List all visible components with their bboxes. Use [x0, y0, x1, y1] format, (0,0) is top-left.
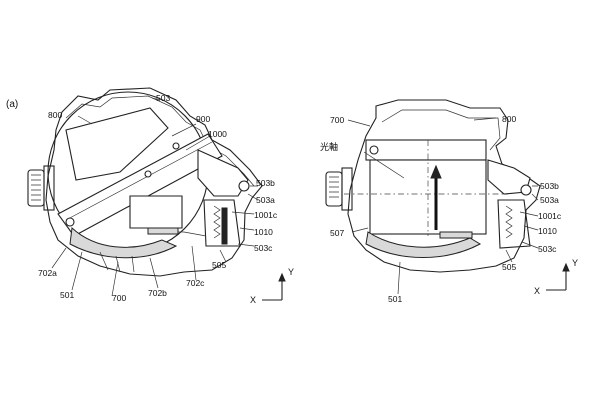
right-shutter-plate — [439, 231, 473, 239]
left-spring-housing — [203, 199, 241, 247]
right-pivot-1 — [369, 145, 379, 155]
right-label-501: 501 — [388, 294, 402, 304]
left-center-box — [129, 195, 183, 229]
right-top-inner — [381, 109, 501, 151]
panel-label: (a) — [6, 99, 18, 110]
left-roller — [238, 180, 250, 192]
left-label-503c: 503c — [254, 243, 273, 253]
right-label-503c: 503c — [538, 244, 557, 254]
right-spring — [505, 205, 513, 239]
left-grip-ridges — [31, 174, 41, 201]
right-bottom-shade — [365, 231, 482, 258]
left-pivot-1 — [65, 217, 75, 227]
left-label-1010: 1010 — [254, 227, 273, 237]
right-axis-lines — [546, 268, 567, 291]
right-label-700: 700 — [330, 115, 344, 125]
left-leaders — [51, 97, 259, 297]
left-label-505: 505 — [212, 260, 226, 270]
right-label-505: 505 — [502, 262, 516, 272]
left-grip-mount — [43, 165, 55, 211]
left-label-800: 800 — [48, 110, 62, 120]
right-label-1001c: 1001c — [538, 211, 562, 221]
left-mirror-arm-line — [65, 141, 213, 221]
left-label-1000: 1000 — [208, 129, 227, 139]
right-axis-x: X — [534, 286, 540, 296]
left-axis-lines — [262, 278, 283, 301]
right-view: 700 800 光軸 503b 503a 1001c 1010 503c 505… — [320, 99, 578, 304]
left-label-503: 503 — [156, 93, 170, 103]
right-axis-y: Y — [572, 258, 578, 268]
left-bottom-shade — [69, 226, 178, 259]
left-axis-arrow-y — [278, 272, 286, 282]
right-roller — [520, 184, 532, 196]
left-view: 503 800 900 1000 503b 503a 1001c 1010 50… — [27, 87, 294, 305]
left-right-mechanism — [197, 149, 249, 197]
right-spring-housing — [497, 199, 531, 249]
left-axis-y: Y — [288, 267, 294, 277]
left-pivot-2 — [144, 170, 152, 178]
right-optical-axis-label: 光軸 — [320, 141, 338, 152]
right-mirror-raised — [365, 139, 487, 161]
left-axis-x: X — [250, 295, 256, 305]
left-body-outline — [45, 87, 263, 277]
left-stop-bar — [221, 207, 228, 245]
left-mirror-arm — [57, 133, 223, 237]
left-label-501: 501 — [60, 290, 74, 300]
right-leaders — [347, 117, 539, 295]
left-label-503a: 503a — [256, 195, 275, 205]
left-label-702c: 702c — [186, 278, 205, 288]
left-label-700: 700 — [112, 293, 126, 303]
left-grip — [27, 169, 45, 207]
right-top-housing — [347, 99, 541, 273]
left-label-900: 900 — [196, 114, 210, 124]
right-label-800: 800 — [502, 114, 516, 124]
right-up-arrow-head — [430, 164, 442, 179]
right-label-503a: 503a — [540, 195, 559, 205]
left-label-1001c: 1001c — [254, 210, 278, 220]
right-axis-arrow-y — [562, 262, 570, 272]
left-spring — [213, 205, 221, 239]
left-label-702b: 702b — [148, 288, 167, 298]
right-label-507: 507 — [330, 228, 344, 238]
right-grip-ridges — [329, 176, 339, 198]
right-grip-mount — [341, 167, 353, 211]
left-label-503b: 503b — [256, 178, 275, 188]
left-label-702a: 702a — [38, 268, 57, 278]
right-label-1010: 1010 — [538, 226, 557, 236]
left-body-inner — [65, 95, 255, 187]
right-label-503b: 503b — [540, 181, 559, 191]
left-shutter-plate — [147, 227, 179, 235]
left-pivot-3 — [172, 142, 180, 150]
left-upper-block — [65, 107, 169, 181]
